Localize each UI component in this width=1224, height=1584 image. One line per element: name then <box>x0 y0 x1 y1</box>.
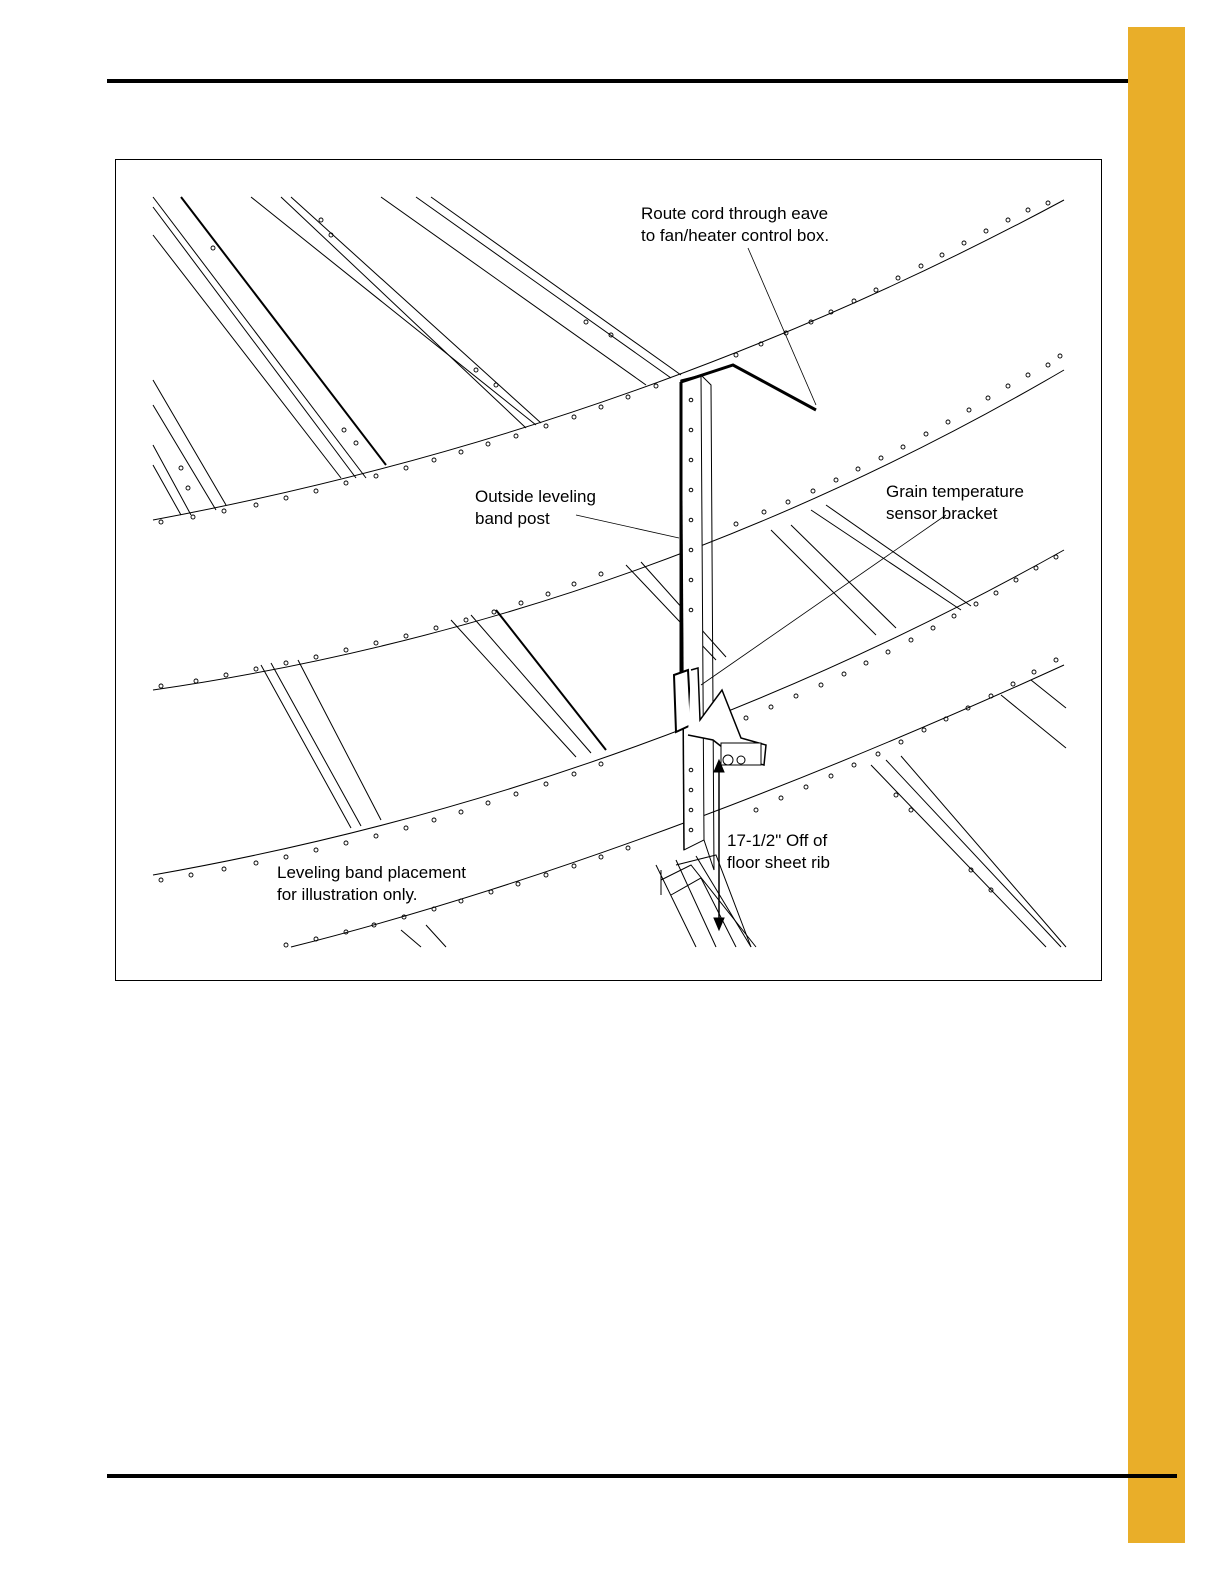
sensor-bracket-callout-line1: Grain temperature <box>886 481 1024 503</box>
sensor-bracket-callout-line2: sensor bracket <box>886 503 1024 525</box>
dimension-callout-line2: floor sheet rib <box>727 852 830 874</box>
band-rivets <box>159 201 1062 947</box>
figure-frame: Route cord through eave to fan/heater co… <box>115 159 1102 981</box>
placement-note-callout-line2: for illustration only. <box>277 884 466 906</box>
dimension-callout-line1: 17-1/2" Off of <box>727 830 830 852</box>
placement-note-callout: Leveling band placement for illustration… <box>277 862 466 906</box>
route-cord-callout-line1: Route cord through eave <box>641 203 829 225</box>
leveling-post-callout-line1: Outside leveling <box>475 486 596 508</box>
footer-rule <box>107 1474 1177 1478</box>
bin-floor-illustration <box>116 160 1101 980</box>
leveling-bands <box>153 200 1064 947</box>
leveling-band-post <box>681 375 714 870</box>
leader-lines <box>576 248 946 685</box>
sensor-bracket-callout: Grain temperature sensor bracket <box>886 481 1024 525</box>
placement-note-callout-line1: Leveling band placement <box>277 862 466 884</box>
leveling-post-callout: Outside leveling band post <box>475 486 596 530</box>
header-rule <box>107 79 1177 83</box>
floor-ribs-middle <box>261 505 971 828</box>
route-cord-callout: Route cord through eave to fan/heater co… <box>641 203 829 247</box>
dimension-callout: 17-1/2" Off of floor sheet rib <box>727 830 830 874</box>
leveling-post-callout-line2: band post <box>475 508 596 530</box>
floor-ribs-upper <box>153 197 681 515</box>
route-cord-callout-line2: to fan/heater control box. <box>641 225 829 247</box>
section-tab <box>1128 27 1185 1543</box>
